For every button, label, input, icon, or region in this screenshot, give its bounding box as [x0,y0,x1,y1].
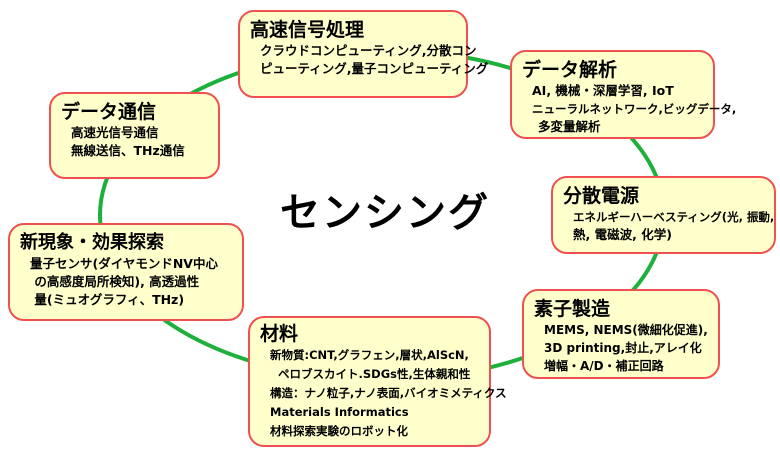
node-line: 無線送信、THz通信 [71,143,185,158]
node-signal-processing: 高速信号処理 クラウドコンピューティング,分散コン ピューティング,量子コンピュ… [238,10,489,98]
node-line: 熱, 電磁波, 化学) [573,227,672,242]
node-line: 量子センサ(ダイヤモンドNV中心 [30,256,218,271]
node-line: 新物質:CNT,グラフェン,層状,AlScN, [270,348,469,362]
node-new-phenomena: 新現象・効果探索 量子センサ(ダイヤモンドNV中心 の高感度局所検知), 高透過… [8,223,244,321]
node-title: データ解析 [522,59,618,81]
node-materials: 材料 新物質:CNT,グラフェン,層状,AlScN, ペロブスカイト.SDGs性… [248,316,507,447]
node-line: 高速光信号通信 [71,125,159,140]
node-title: データ通信 [61,101,157,123]
node-line: MEMS, NEMS(微細化促進), [544,323,708,337]
node-line: 材料探索実験のロボット化 [270,424,408,438]
node-line: エネルギーハーベスティング(光, 振動, [573,210,775,224]
node-title: 素子製造 [534,298,611,320]
node-title: 高速信号処理 [250,19,365,41]
node-line: ペロブスカイト.SDGs性,生体親和性 [270,367,471,381]
node-line: 構造：ナノ粒子,ナノ表面,バイオミメティクス [270,386,507,400]
node-data-communication: データ通信 高速光信号通信 無線送信、THz通信 [49,92,220,179]
node-line: の高感度局所検知), 高透過性 [30,274,200,289]
node-title: 材料 [260,323,299,345]
node-device-fabrication: 素子製造 MEMS, NEMS(微細化促進), 3D printing,封止,ア… [522,289,720,379]
node-title: 新現象・効果探索 [20,232,164,253]
node-line: 多変量解析 [538,119,601,134]
node-line: 増幅・A/D・補正回路 [544,359,664,373]
node-data-analysis: データ解析 AI, 機械・深層学習, IoT ニューラルネットワーク,ビッグデー… [510,50,737,139]
node-line: AI, 機械・深層学習, IoT [532,83,674,98]
node-distributed-power: 分散電源 エネルギーハーベスティング(光, 振動, 熱, 電磁波, 化学) [551,176,776,254]
node-line: ピューティング,量子コンピューティング [260,61,489,76]
node-line: クラウドコンピューティング,分散コン [260,43,477,58]
center-title: センシング [280,190,490,236]
node-line: ニューラルネットワーク,ビッグデータ, [532,102,737,116]
node-title: 分散電源 [563,185,640,207]
node-line: Materials Informatics [270,405,409,419]
node-line: 量(ミュオグラフィ、THz) [30,292,185,307]
node-line: 3D printing,封止,アレイ化 [544,341,702,355]
